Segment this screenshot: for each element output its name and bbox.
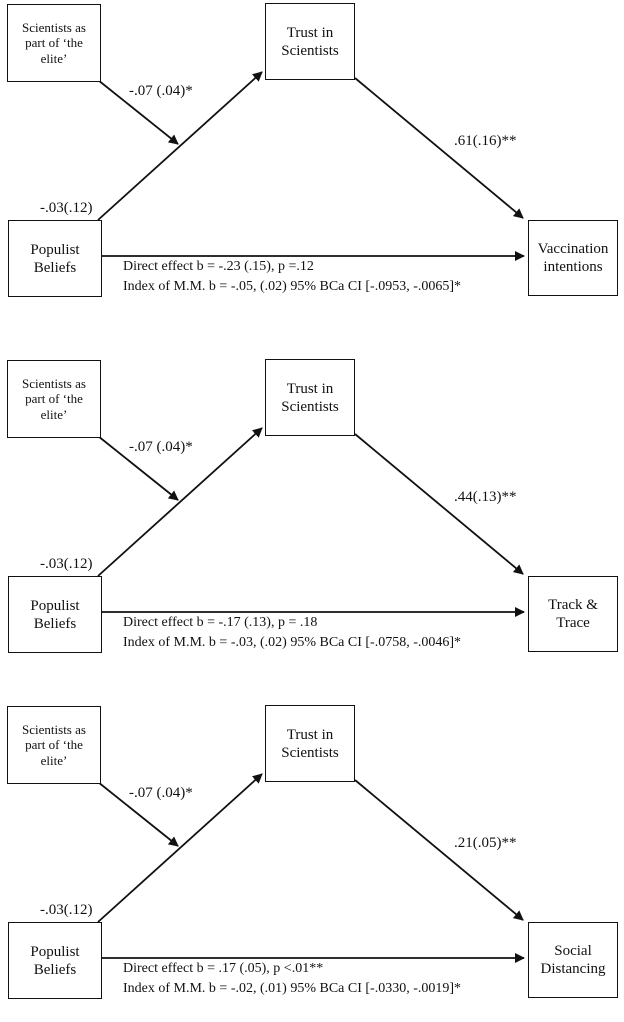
moderator-box: Scientists as part of ‘the elite’ (7, 706, 101, 784)
arrow-predictor-to-mediator (97, 773, 263, 923)
path-a-coefficient: -.03(.12) (40, 902, 93, 918)
moderation-coefficient: -.07 (.04)* (129, 83, 193, 99)
moderator-box: Scientists as part of ‘the elite’ (7, 4, 101, 82)
index-mm-text: Index of M.M. b = -.03, (.02) 95% BCa CI… (123, 635, 462, 650)
arrow-mediator-to-outcome (354, 77, 524, 219)
arrow-mediator-to-outcome (354, 779, 524, 921)
arrow-moderator-to-path (97, 781, 179, 847)
moderator-label: Scientists as part of ‘the elite’ (22, 375, 86, 422)
mediation-diagram-social-distancing: Scientists as part of ‘the elite’ Trust … (0, 702, 624, 1022)
mediation-diagram-vaccination: Scientists as part of ‘the elite’ Trust … (0, 0, 624, 320)
mediator-label: Trust in Scientists (281, 24, 339, 59)
arrow-predictor-to-mediator (97, 71, 263, 221)
path-a-coefficient: -.03(.12) (40, 556, 93, 572)
mediator-box: Trust in Scientists (265, 3, 355, 80)
arrow-moderator-to-path (97, 435, 179, 501)
mediation-diagram-track-trace: Scientists as part of ‘the elite’ Trust … (0, 356, 624, 676)
predictor-box: Populist Beliefs (8, 220, 102, 297)
direct-effect-text: Direct effect b = -.23 (.15), p =.12 (123, 259, 314, 274)
predictor-box: Populist Beliefs (8, 922, 102, 999)
mediator-label: Trust in Scientists (281, 380, 339, 415)
outcome-box: Vaccination intentions (528, 220, 618, 296)
mediator-label: Trust in Scientists (281, 726, 339, 761)
arrow-moderator-to-path (97, 79, 179, 145)
moderator-label: Scientists as part of ‘the elite’ (22, 721, 86, 768)
predictor-box: Populist Beliefs (8, 576, 102, 653)
mediator-box: Trust in Scientists (265, 705, 355, 782)
outcome-box: Track & Trace (528, 576, 618, 652)
moderation-coefficient: -.07 (.04)* (129, 439, 193, 455)
predictor-label: Populist Beliefs (30, 597, 80, 632)
outcome-box: Social Distancing (528, 922, 618, 998)
index-mm-text: Index of M.M. b = -.05, (.02) 95% BCa CI… (123, 279, 462, 294)
moderator-box: Scientists as part of ‘the elite’ (7, 360, 101, 438)
path-b-coefficient: .61(.16)** (454, 133, 517, 149)
outcome-label: Track & Trace (548, 597, 598, 631)
diagram-arrows (97, 71, 525, 261)
moderation-coefficient: -.07 (.04)* (129, 785, 193, 801)
arrow-predictor-to-mediator (97, 427, 263, 577)
moderator-label: Scientists as part of ‘the elite’ (22, 19, 86, 66)
outcome-label: Vaccination intentions (537, 241, 609, 275)
diagram-arrows (97, 773, 525, 963)
arrow-mediator-to-outcome (354, 433, 524, 575)
direct-effect-text: Direct effect b = -.17 (.13), p = .18 (123, 615, 318, 630)
outcome-label: Social Distancing (540, 943, 606, 977)
index-mm-text: Index of M.M. b = -.02, (.01) 95% BCa CI… (123, 981, 462, 996)
diagram-arrows (97, 427, 525, 617)
path-a-coefficient: -.03(.12) (40, 200, 93, 216)
path-b-coefficient: .44(.13)** (454, 489, 517, 505)
mediator-box: Trust in Scientists (265, 359, 355, 436)
predictor-label: Populist Beliefs (30, 943, 80, 978)
predictor-label: Populist Beliefs (30, 241, 80, 276)
direct-effect-text: Direct effect b = .17 (.05), p <.01** (123, 961, 324, 976)
path-b-coefficient: .21(.05)** (454, 835, 517, 851)
